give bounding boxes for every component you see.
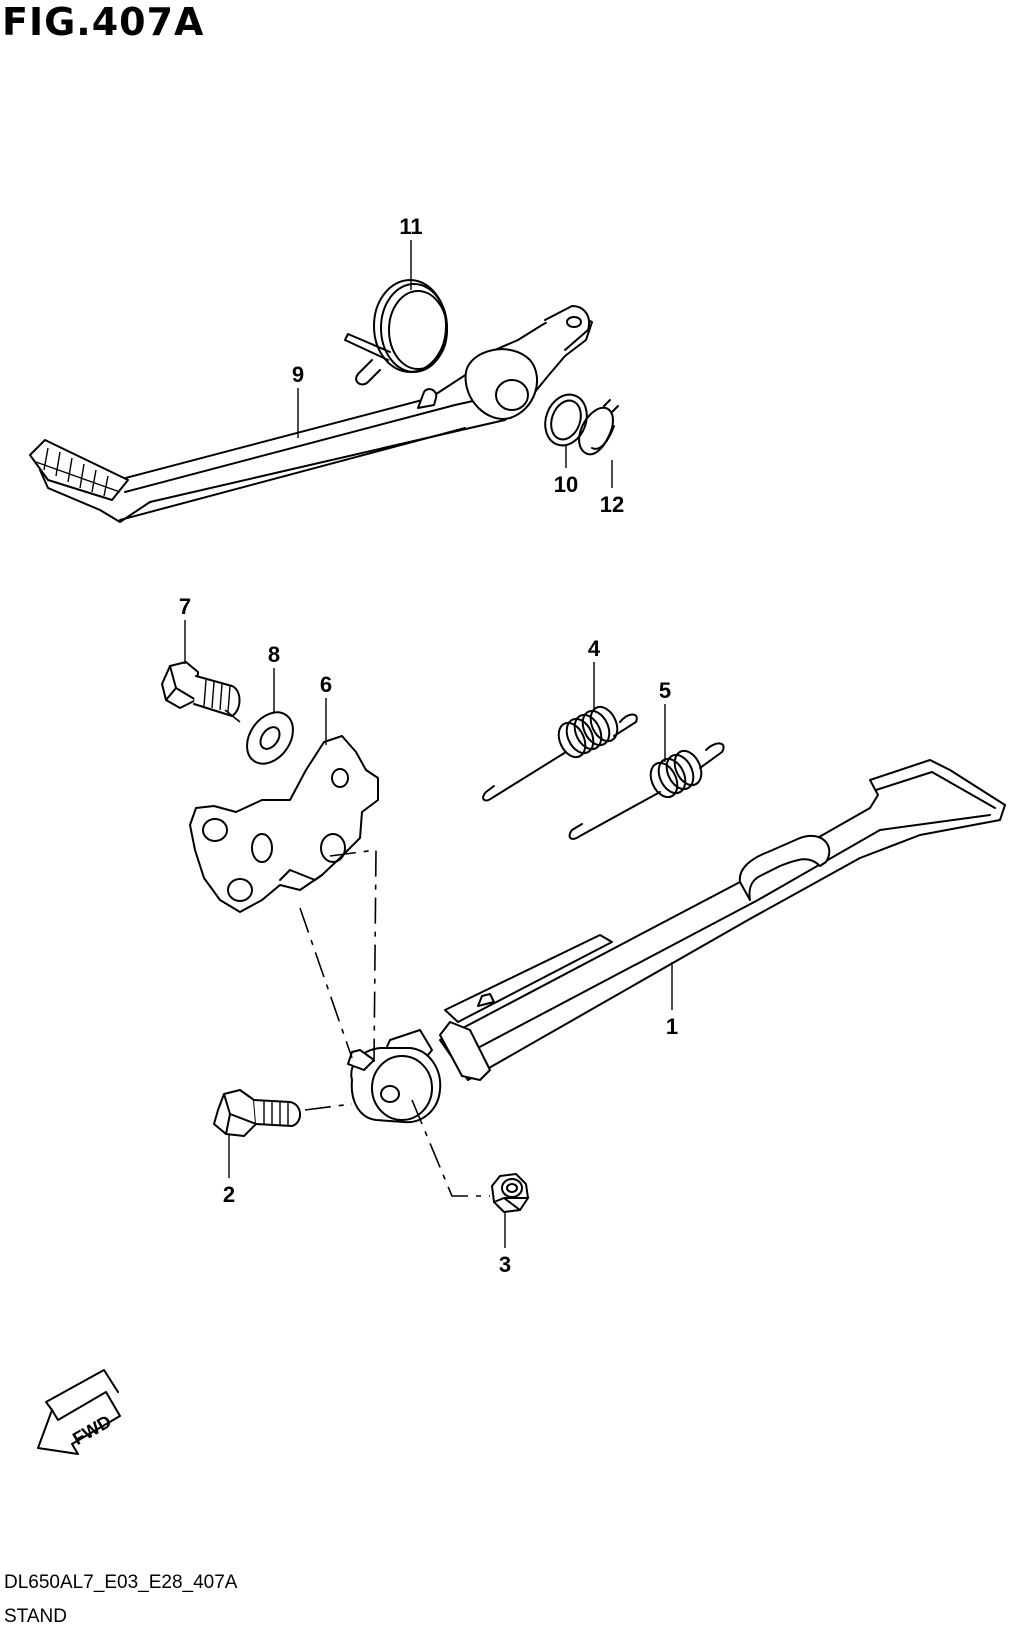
callout-6: 6 — [320, 672, 332, 697]
circlip-part-12 — [578, 399, 619, 456]
washer-part-8 — [246, 711, 294, 765]
callout-5: 5 — [659, 678, 671, 703]
leader-lines — [184, 240, 673, 1248]
figure-name: STAND — [4, 1606, 67, 1627]
callout-2: 2 — [223, 1182, 235, 1207]
stand-spring-part-5 — [568, 742, 725, 840]
pivot-bolt-part — [213, 1089, 301, 1137]
brake-pedal-part — [29, 305, 593, 523]
assembly-lines — [224, 709, 490, 1197]
side-stand-part — [347, 759, 1006, 1124]
washer-part-10 — [544, 393, 588, 447]
callout-9: 9 — [292, 362, 304, 387]
bolt-part-7 — [161, 661, 241, 717]
figure-code: DL650AL7_E03_E28_407A — [4, 1572, 238, 1593]
callout-11: 11 — [399, 214, 422, 239]
callout-4: 4 — [588, 636, 601, 661]
stand-bracket-part — [189, 735, 379, 913]
callout-3: 3 — [499, 1252, 511, 1277]
pedal-spring-part — [344, 279, 448, 386]
nut-part — [491, 1173, 529, 1213]
callout-1: 1 — [666, 1014, 678, 1039]
callout-12: 12 — [600, 492, 624, 517]
figure-title: FIG.407A — [2, 0, 205, 44]
stand-spring-part-4 — [482, 705, 638, 802]
callout-numbers: 11 9 10 12 7 8 6 4 5 1 2 3 — [179, 214, 678, 1277]
callout-7: 7 — [179, 594, 191, 619]
callout-10: 10 — [554, 472, 578, 497]
callout-8: 8 — [268, 642, 280, 667]
fwd-arrow-icon: FWD — [37, 1369, 121, 1455]
